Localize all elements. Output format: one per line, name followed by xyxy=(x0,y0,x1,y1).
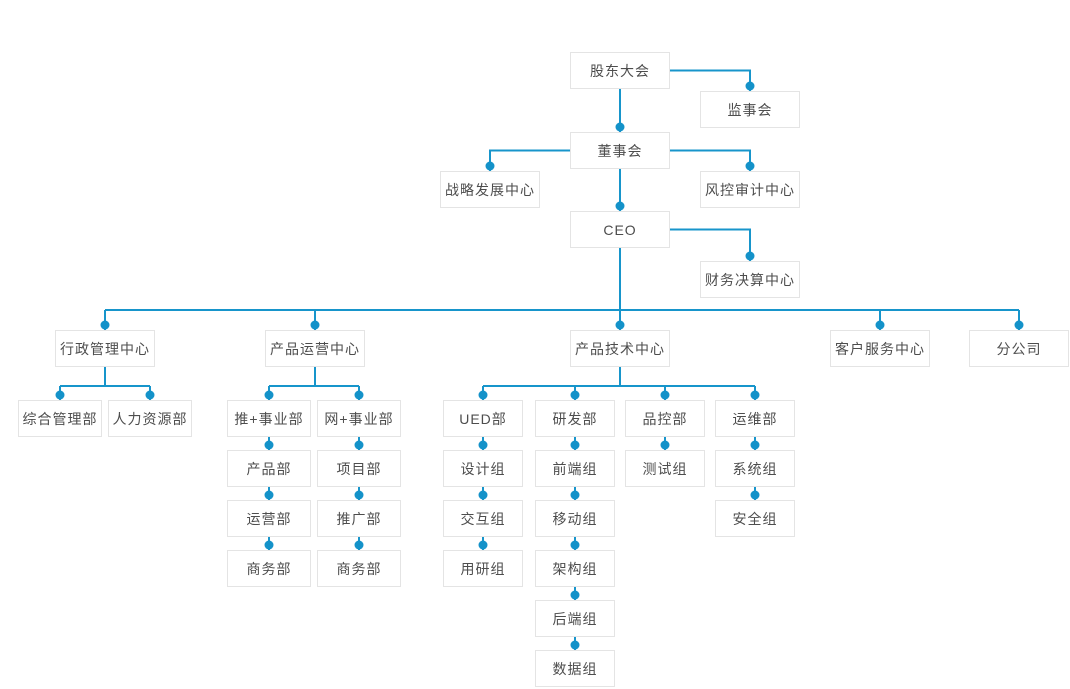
connector-dot xyxy=(570,540,580,550)
connector-dot xyxy=(478,540,488,550)
org-node-general-mgmt-dept: 综合管理部 xyxy=(18,400,102,437)
org-node-board-of-directors: 董事会 xyxy=(570,132,670,169)
connector-dot xyxy=(750,390,760,400)
connector-dot xyxy=(570,490,580,500)
org-node-ops-maintenance-dept: 运维部 xyxy=(715,400,795,437)
connector-dot xyxy=(660,440,670,450)
org-node-product-dept: 产品部 xyxy=(227,450,311,487)
org-node-user-research-group: 用研组 xyxy=(443,550,523,587)
org-node-frontend-group: 前端组 xyxy=(535,450,615,487)
connector-dot xyxy=(354,390,364,400)
org-node-test-group: 测试组 xyxy=(625,450,705,487)
connector-dot xyxy=(750,440,760,450)
connector-dot xyxy=(478,390,488,400)
connector-dot xyxy=(478,490,488,500)
org-node-operation-dept: 运营部 xyxy=(227,500,311,537)
connector-dot xyxy=(145,390,155,400)
org-node-promotion-dept: 推广部 xyxy=(317,500,401,537)
org-node-project-dept: 项目部 xyxy=(317,450,401,487)
connector-dot xyxy=(660,390,670,400)
connector-dot xyxy=(745,81,755,91)
connector-dot xyxy=(264,540,274,550)
org-node-data-group: 数据组 xyxy=(535,650,615,687)
connector-dot xyxy=(570,390,580,400)
connector-dot xyxy=(264,490,274,500)
org-node-design-group: 设计组 xyxy=(443,450,523,487)
org-node-hr-dept: 人力资源部 xyxy=(108,400,192,437)
connector-dot xyxy=(264,390,274,400)
org-node-shareholders-meeting: 股东大会 xyxy=(570,52,670,89)
connector-dot xyxy=(570,440,580,450)
connector-dot xyxy=(750,490,760,500)
connector-dot xyxy=(570,590,580,600)
connector-dot xyxy=(745,161,755,171)
org-node-security-group: 安全组 xyxy=(715,500,795,537)
connector-dot xyxy=(615,320,625,330)
org-node-qc-dept: 品控部 xyxy=(625,400,705,437)
org-node-wang-business-unit: 网+事业部 xyxy=(317,400,401,437)
connector-dot xyxy=(478,440,488,450)
connector-dot xyxy=(615,201,625,211)
org-node-architecture-group: 架构组 xyxy=(535,550,615,587)
org-node-ceo: CEO xyxy=(570,211,670,248)
org-node-risk-audit-center: 风控审计中心 xyxy=(700,171,800,208)
org-node-system-group: 系统组 xyxy=(715,450,795,487)
connector-dot xyxy=(1014,320,1024,330)
connector-dot xyxy=(570,640,580,650)
org-node-supervisory-board: 监事会 xyxy=(700,91,800,128)
connector-dot xyxy=(615,122,625,132)
org-node-tui-business-unit: 推+事业部 xyxy=(227,400,311,437)
connector-dot xyxy=(875,320,885,330)
connector-dot xyxy=(354,540,364,550)
org-node-ued-dept: UED部 xyxy=(443,400,523,437)
org-node-admin-center: 行政管理中心 xyxy=(55,330,155,367)
org-node-customer-service-center: 客户服务中心 xyxy=(830,330,930,367)
org-node-interaction-group: 交互组 xyxy=(443,500,523,537)
org-node-branch-company: 分公司 xyxy=(969,330,1069,367)
org-node-mobile-group: 移动组 xyxy=(535,500,615,537)
connector-dot xyxy=(55,390,65,400)
org-node-product-ops-center: 产品运营中心 xyxy=(265,330,365,367)
org-node-finance-center: 财务决算中心 xyxy=(700,261,800,298)
connector-dot xyxy=(354,440,364,450)
org-node-business-dept-1: 商务部 xyxy=(227,550,311,587)
connector-dot xyxy=(354,490,364,500)
org-node-rd-dept: 研发部 xyxy=(535,400,615,437)
org-node-strategy-center: 战略发展中心 xyxy=(440,171,540,208)
connector-dot xyxy=(310,320,320,330)
org-node-product-tech-center: 产品技术中心 xyxy=(570,330,670,367)
connector-dot xyxy=(745,251,755,261)
connector-dot xyxy=(100,320,110,330)
org-node-business-dept-2: 商务部 xyxy=(317,550,401,587)
org-node-backend-group: 后端组 xyxy=(535,600,615,637)
connector-dot xyxy=(264,440,274,450)
connector-dot xyxy=(485,161,495,171)
